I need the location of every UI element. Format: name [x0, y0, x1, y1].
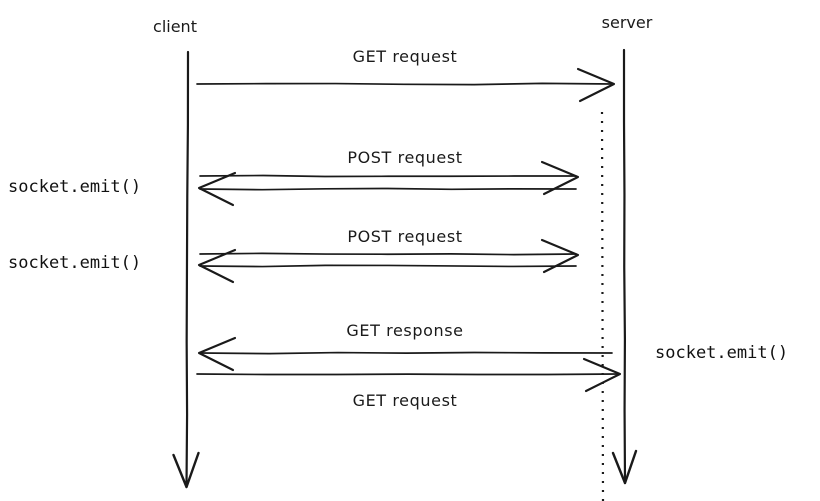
message-msg-3 [197, 238, 580, 284]
annotation-socket-emit-left-1: socket.emit() [8, 177, 141, 197]
participant-label-server: server [602, 13, 653, 32]
arrowhead-right [576, 67, 616, 103]
message-line [196, 373, 619, 376]
arrowhead-right [540, 238, 580, 274]
lifeline-server-arrowhead [611, 449, 638, 485]
message-msg-5 [196, 357, 622, 393]
arrowhead-left [197, 248, 237, 284]
arrowhead-right [582, 357, 622, 393]
message-line [199, 174, 577, 178]
messages-layer [196, 67, 622, 393]
message-line [199, 264, 577, 268]
message-label-get-request-2: GET request [353, 391, 458, 410]
lifeline-client-arrowhead [172, 451, 200, 489]
annotation-socket-emit-left-2: socket.emit() [8, 253, 141, 273]
message-label-post-request-1: POST request [347, 148, 462, 167]
message-label-get-response: GET response [346, 321, 463, 340]
lifeline-group-server [611, 48, 638, 485]
arrowhead-left [197, 336, 237, 372]
server-activation-dotted-line [600, 111, 605, 501]
message-line [196, 82, 613, 86]
message-line [199, 252, 577, 256]
lifeline-server [622, 48, 627, 485]
message-msg-1 [196, 67, 616, 103]
message-msg-2 [197, 160, 580, 207]
message-line [199, 187, 577, 191]
message-msg-4 [197, 336, 613, 372]
arrowhead-left [197, 171, 237, 207]
message-line [200, 351, 613, 355]
message-label-post-request-2: POST request [347, 227, 462, 246]
lifeline-client [185, 50, 190, 489]
participant-label-client: client [153, 17, 197, 36]
message-label-get-request-1: GET request [353, 47, 458, 66]
annotation-socket-emit-right-1: socket.emit() [655, 343, 788, 363]
lifeline-group-client [172, 50, 200, 489]
arrowhead-right [540, 160, 580, 196]
